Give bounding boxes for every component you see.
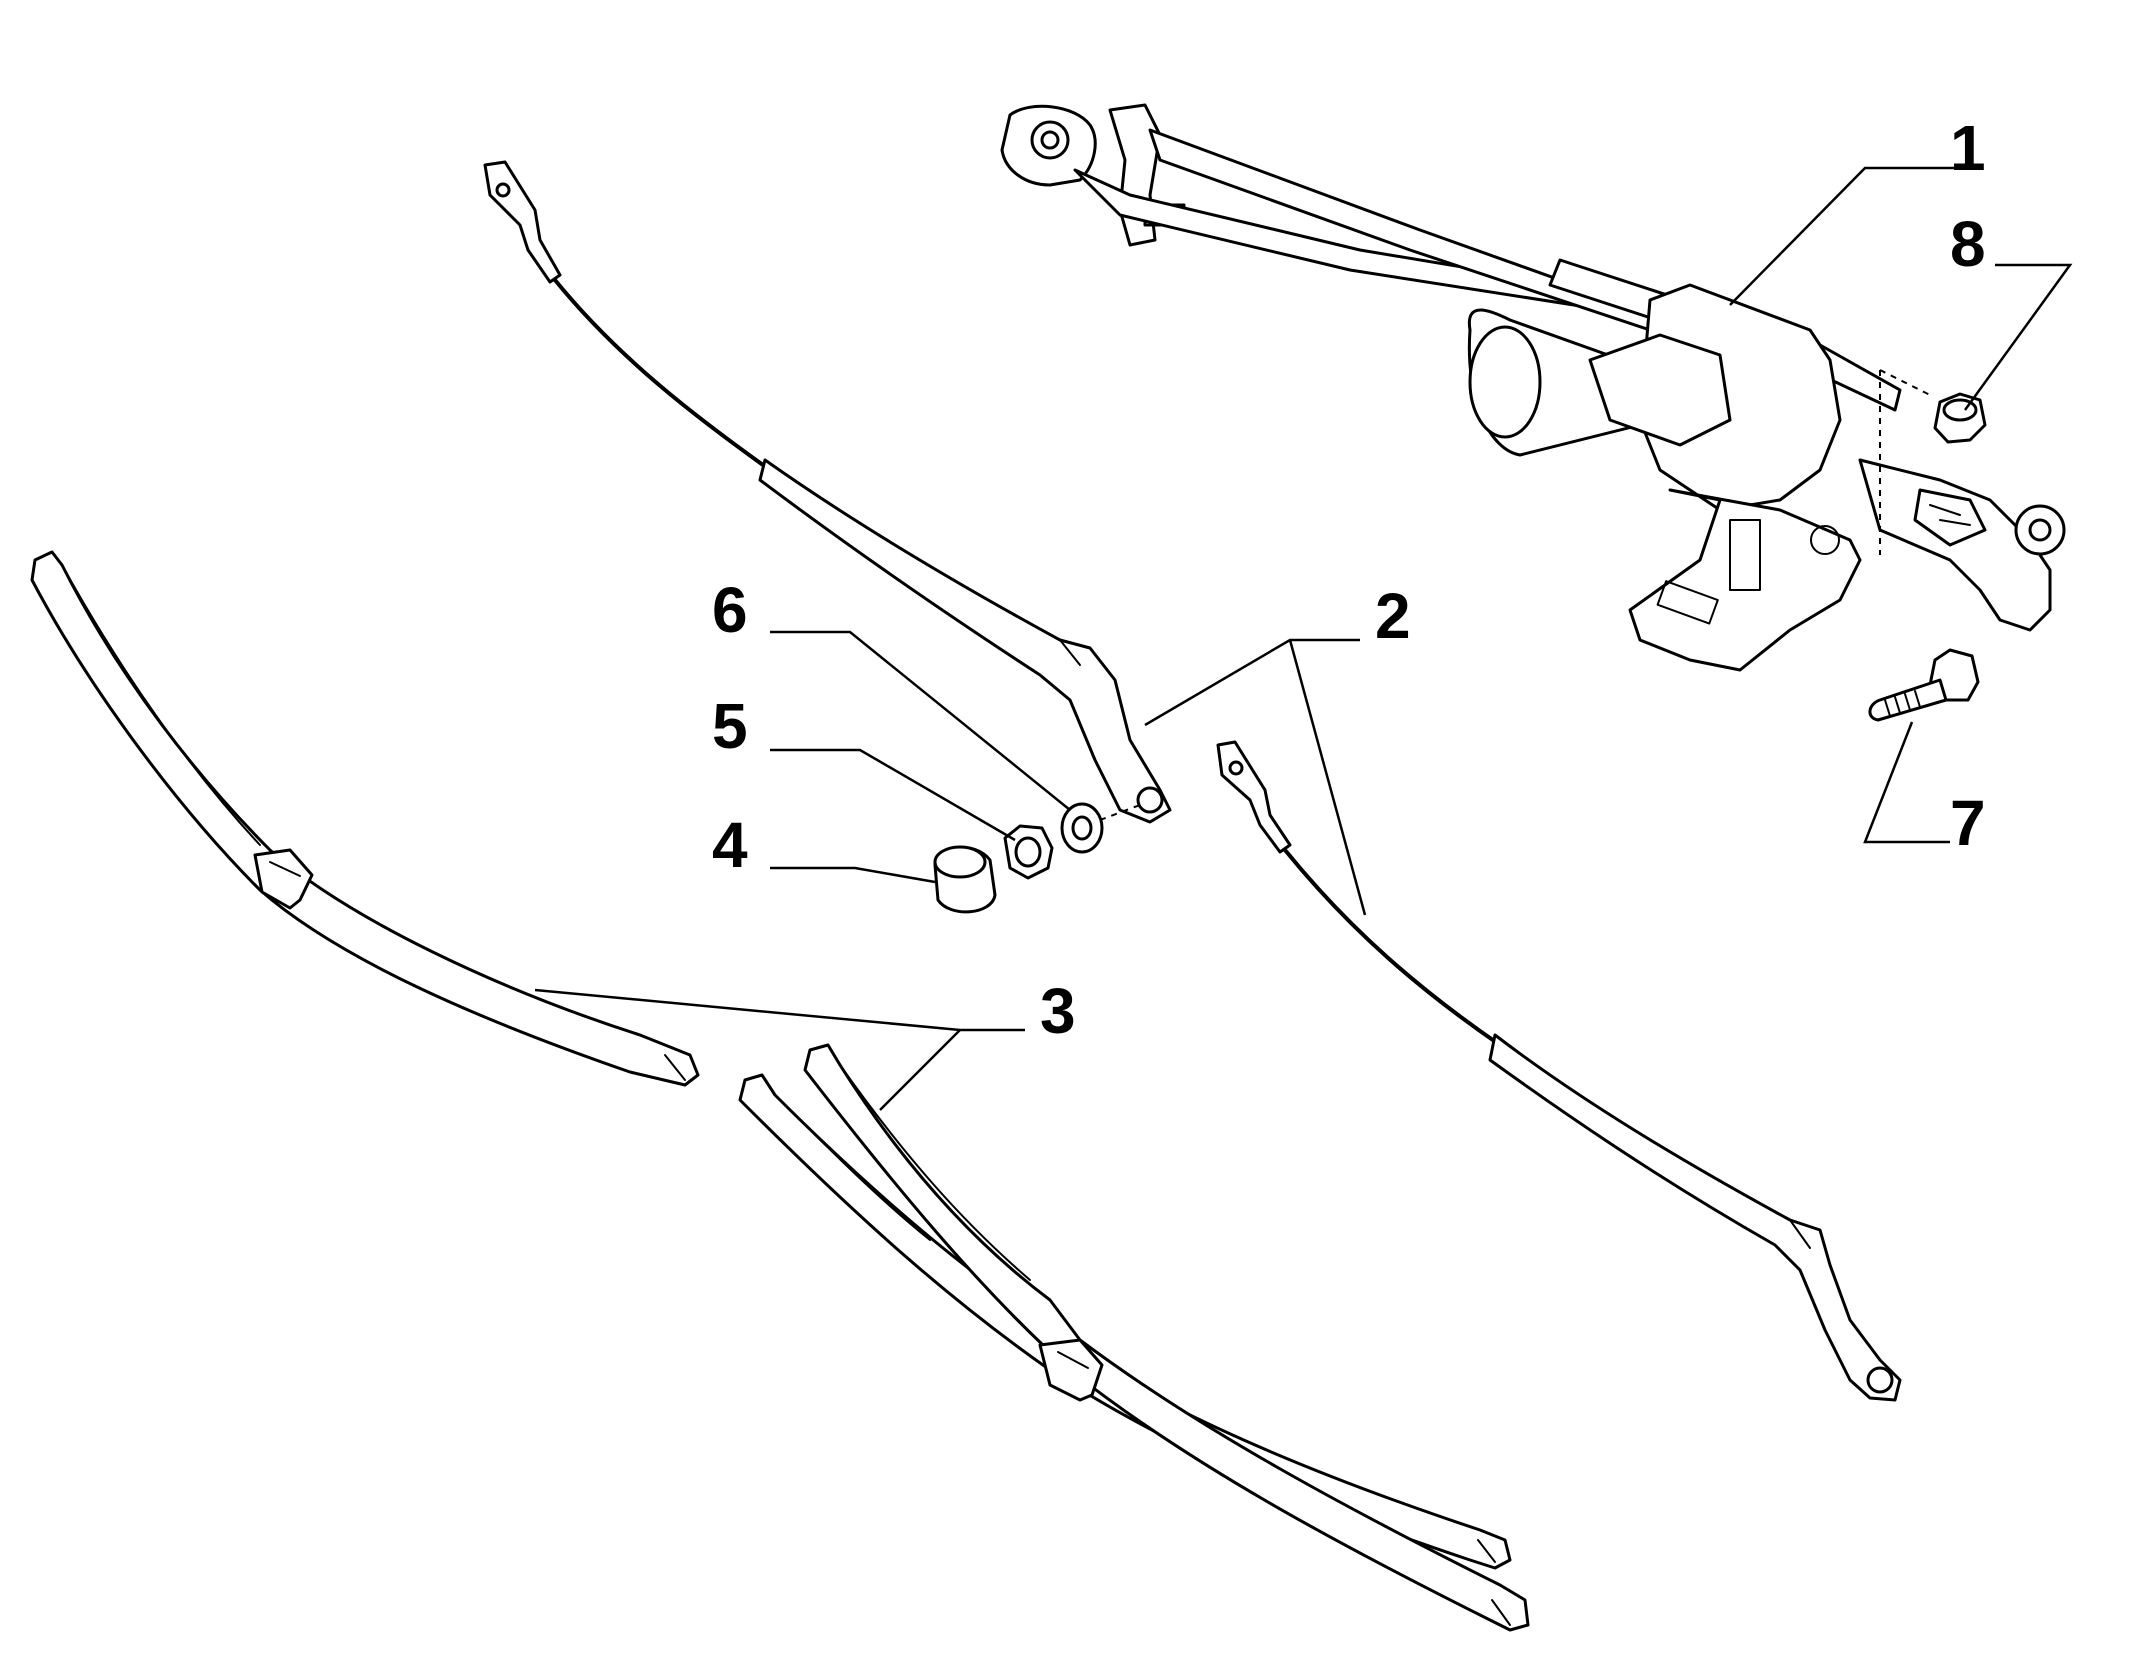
cap-part-4[interactable] (933, 845, 997, 914)
leader-line-2-right (1288, 639, 1367, 916)
nut-part-5[interactable] (1003, 824, 1054, 880)
leader-line-6 (770, 630, 1071, 811)
washer-part-6[interactable] (1060, 802, 1104, 854)
leader-line-7 (1863, 721, 1950, 844)
wiper-blade-left-part-3[interactable] (30, 550, 700, 1087)
callout-5: 5 (712, 690, 748, 762)
callout-3: 3 (1040, 975, 1076, 1047)
wiper-arm-left-part-2[interactable] (483, 160, 1172, 824)
wiper-arm-right-part-2[interactable] (1216, 740, 1902, 1402)
nut-part-8[interactable] (1933, 392, 1987, 444)
leader-line-4 (770, 866, 936, 884)
callout-1: 1 (1950, 112, 1986, 184)
callout-labels: 1 8 2 6 5 4 3 7 (712, 112, 1986, 1047)
wiper-linkage-motor-part-1[interactable] (1000, 103, 2066, 672)
callout-6: 6 (712, 574, 748, 646)
callout-2: 2 (1375, 580, 1411, 652)
leader-line-1 (1729, 166, 1965, 306)
leader-line-8 (1963, 263, 2073, 411)
leader-line-2-left (1144, 638, 1360, 727)
bolt-part-7[interactable] (1868, 648, 1980, 722)
leader-line-3-right (879, 1029, 961, 1111)
callout-8: 8 (1950, 208, 1986, 280)
wiper-blade-right-part-3[interactable] (738, 1043, 1530, 1632)
leader-line-5 (770, 748, 1016, 842)
callout-7: 7 (1950, 787, 1986, 859)
callout-4: 4 (712, 809, 748, 881)
leader-lines (534, 166, 2073, 1111)
